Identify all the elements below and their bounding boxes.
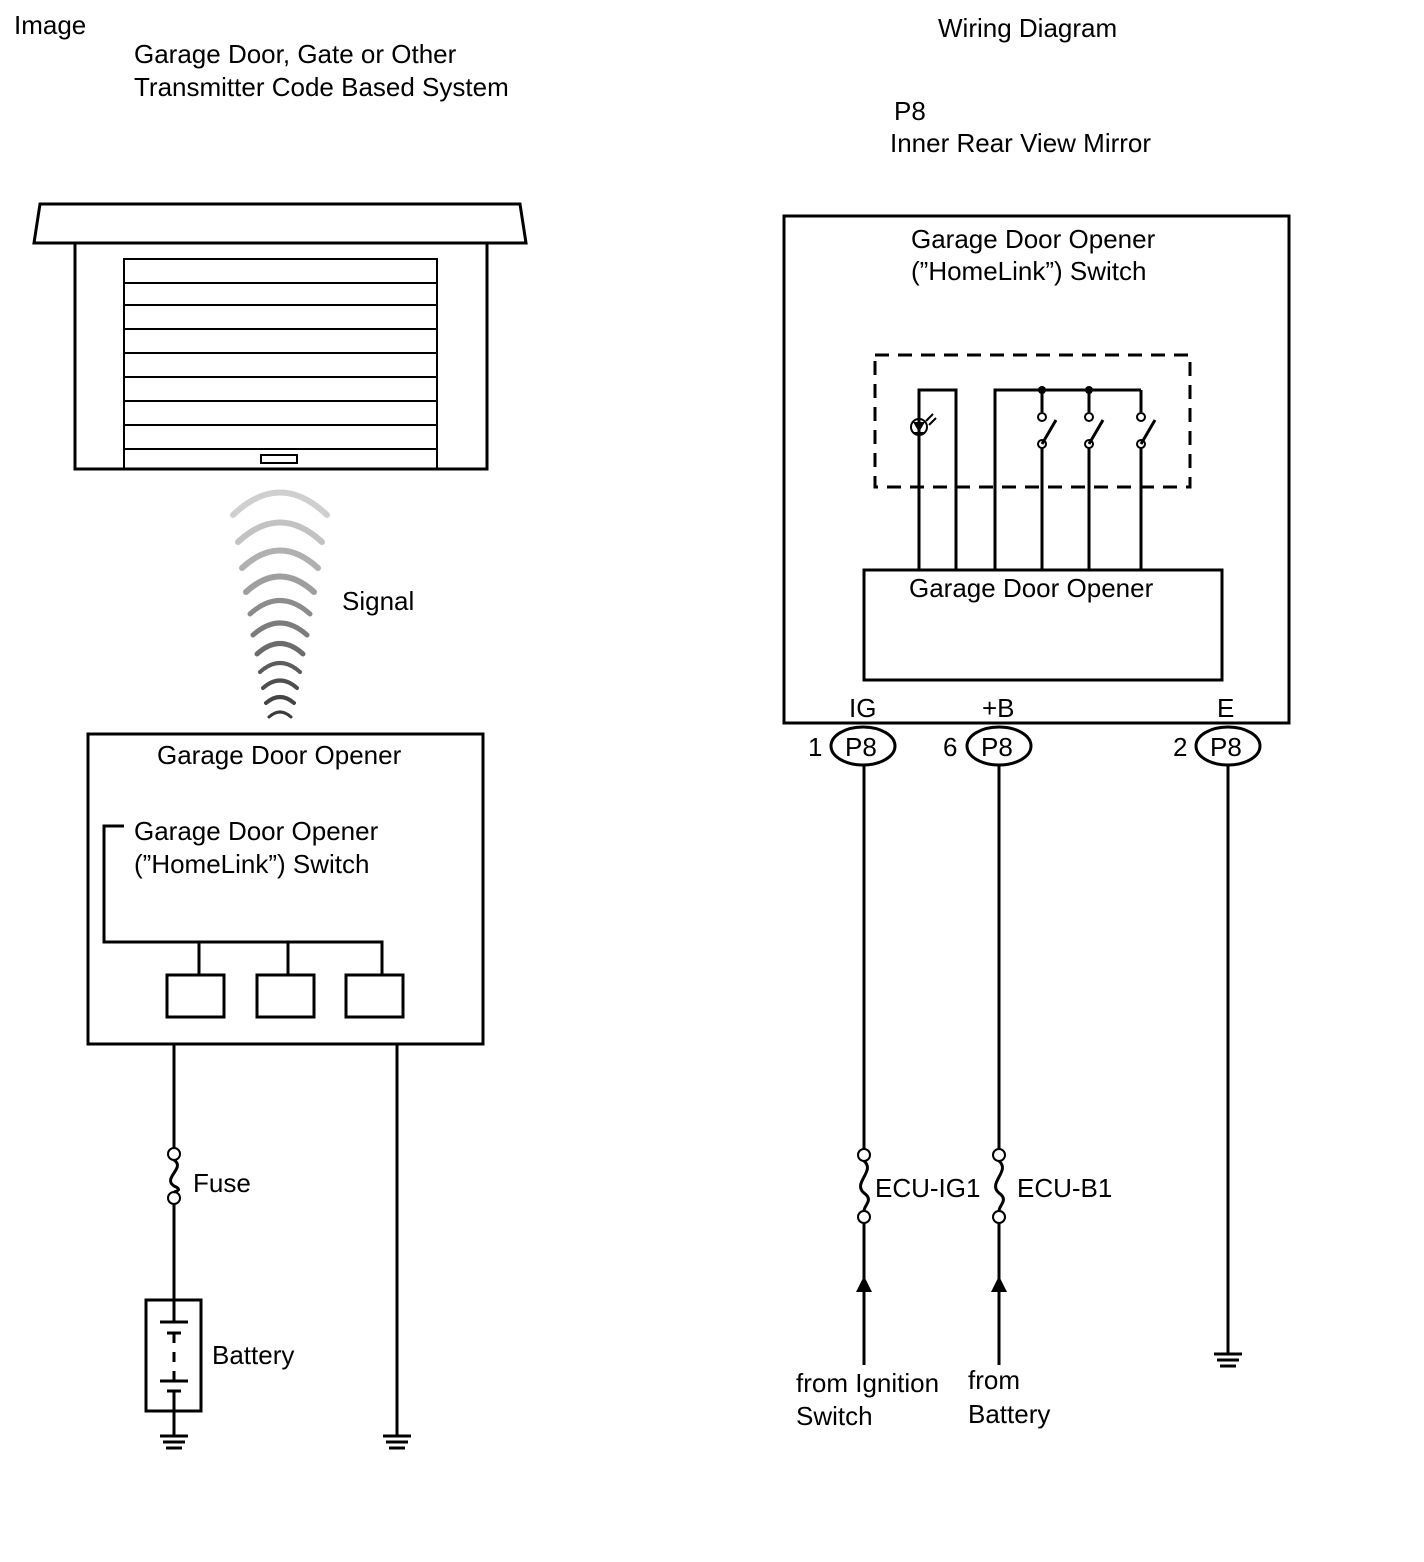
fuse-icon xyxy=(992,1210,1006,1224)
connector-id: P8 xyxy=(894,96,926,126)
homelink-button-3 xyxy=(344,973,405,1019)
homelink-switch-title-line1: Garage Door Opener xyxy=(911,224,1156,254)
battery-icon xyxy=(144,1298,203,1436)
homelink-button-2 xyxy=(255,973,316,1019)
fuse-icon xyxy=(167,1191,181,1205)
system-title-line2: Transmitter Code Based System xyxy=(134,72,509,102)
ground-icon xyxy=(160,1434,188,1450)
connector-label-6: P8 xyxy=(981,732,1013,762)
left-power-wire xyxy=(167,1044,181,1300)
wiring-section-title: Wiring Diagram xyxy=(938,13,1117,43)
mirror-component-box xyxy=(782,214,1291,725)
image-section-title: Image xyxy=(14,10,86,40)
switch-area-dashed xyxy=(873,353,1192,489)
source-ignition-line2: Switch xyxy=(796,1401,873,1431)
terminal-name-ig: IG xyxy=(849,693,876,723)
fuse-label-ecu-b1: ECU-B1 xyxy=(1017,1173,1112,1203)
ig-wire xyxy=(856,765,872,1365)
pin-number-6: 6 xyxy=(943,732,957,762)
switch-icon xyxy=(1037,386,1058,570)
terminal-name-b: +B xyxy=(982,693,1015,723)
pin-number-1: 1 xyxy=(808,732,822,762)
opener-module-label: Garage Door Opener xyxy=(909,573,1154,603)
homelink-button-1 xyxy=(165,973,226,1019)
switch-icon xyxy=(1136,390,1157,570)
source-ignition-line1: from Ignition xyxy=(796,1368,939,1398)
battery-label: Battery xyxy=(212,1340,294,1370)
led-icon xyxy=(910,388,958,570)
garage-door-handle xyxy=(260,454,298,464)
source-battery-line2: Battery xyxy=(968,1399,1050,1429)
connector-label-2: P8 xyxy=(1210,732,1242,762)
arrow-up-icon xyxy=(991,1276,1007,1292)
source-battery-line1: from xyxy=(968,1365,1020,1395)
homelink-switch-title-line2: (”HomeLink”) Switch xyxy=(911,256,1147,286)
system-title-line1: Garage Door, Gate or Other xyxy=(134,39,457,69)
opener-module-box xyxy=(862,568,1224,682)
fuse-label: Fuse xyxy=(193,1168,251,1198)
connector-label-1: P8 xyxy=(845,732,877,762)
garage-door-opener-box xyxy=(86,732,485,1046)
fuse-label-ecu-ig1: ECU-IG1 xyxy=(875,1173,980,1203)
pin-number-2: 2 xyxy=(1173,732,1187,762)
arrow-up-icon xyxy=(856,1276,872,1292)
signal-label: Signal xyxy=(342,586,414,616)
garage-door-panels xyxy=(124,282,437,450)
homelink-switch-label-line2: (”HomeLink”) Switch xyxy=(134,849,370,879)
opener-box-title: Garage Door Opener xyxy=(157,740,402,770)
terminal-name-e: E xyxy=(1217,693,1234,723)
connector-name: Inner Rear View Mirror xyxy=(890,128,1151,158)
b-wire xyxy=(991,765,1007,1365)
ground-icon xyxy=(383,1434,411,1450)
ground-icon xyxy=(1214,1352,1242,1368)
fuse-icon xyxy=(857,1210,871,1224)
switch-icon xyxy=(1084,386,1105,570)
switch-icons xyxy=(993,386,1157,570)
homelink-switch-label-line1: Garage Door Opener xyxy=(134,816,379,846)
garage-icon xyxy=(32,202,528,471)
signal-waves-icon xyxy=(230,489,330,719)
homelink-buttons xyxy=(102,824,405,1019)
